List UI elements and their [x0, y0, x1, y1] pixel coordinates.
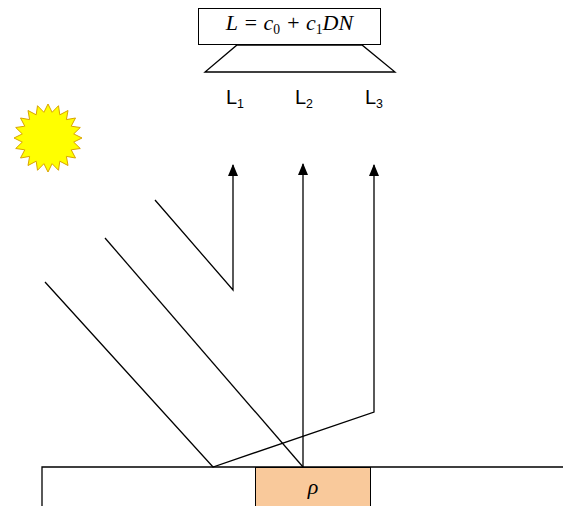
sensor-calibration-box: L = c0 + c1DN: [198, 8, 381, 45]
adjacency-ray: [45, 165, 374, 467]
sun-shape: [14, 104, 82, 172]
reflectance-symbol: ρ: [256, 468, 370, 506]
calibration-equation: L = c0 + c1DN: [226, 10, 353, 43]
radiance-label: L3: [365, 85, 383, 116]
path-radiance-ray: [155, 165, 233, 290]
sensor-optics: [205, 45, 395, 72]
target-radiance-ray: [302, 164, 303, 467]
sun-symbol: [14, 104, 82, 172]
target-pixel: ρ: [255, 467, 371, 506]
incident-ray: [105, 238, 303, 467]
radiance-label: L2: [295, 85, 313, 116]
radiance-label: L1: [226, 85, 244, 116]
